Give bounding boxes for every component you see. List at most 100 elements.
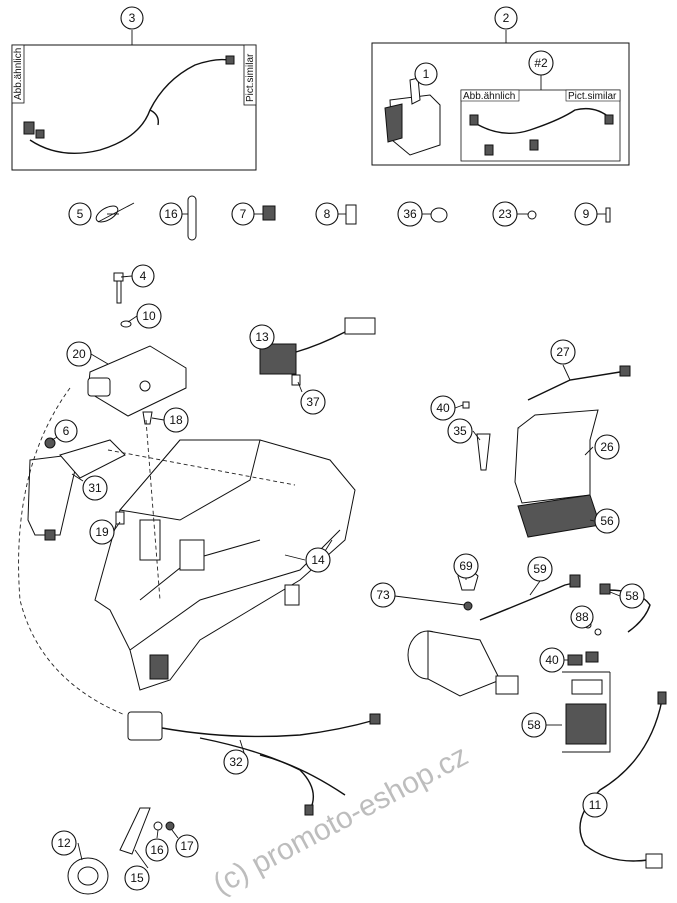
- screw-36: [462, 401, 470, 409]
- callout-16: 16: [159, 202, 183, 226]
- callout-#2: #2: [528, 50, 554, 76]
- cable-11: [579, 691, 667, 869]
- svg-text:59: 59: [533, 562, 547, 576]
- callout-13: 13: [249, 324, 275, 350]
- callout-4: 4: [131, 264, 155, 288]
- bracket-31: [27, 439, 126, 541]
- kit-2-label-right: Pict.similar: [568, 91, 617, 102]
- callout-40: 40: [539, 647, 565, 673]
- nut-6: [44, 437, 56, 449]
- kit-2-electronic-box: Abb.ähnlich Pict.similar: [371, 30, 630, 166]
- callout-7: 7: [231, 202, 255, 226]
- callout-6: 6: [54, 419, 78, 443]
- callout-17: 17: [175, 834, 199, 858]
- svg-text:10: 10: [142, 309, 156, 323]
- fuse-40-b: [585, 651, 599, 663]
- callout-14: 14: [305, 547, 331, 573]
- svg-text:11: 11: [589, 798, 602, 812]
- svg-text:40: 40: [436, 401, 450, 415]
- callout-35: 37: [300, 389, 326, 415]
- kit-3-wiring-harness: Abb.ähnlich Pict.similar: [11, 30, 257, 171]
- svg-text:6: 6: [63, 424, 70, 438]
- callout-16-b: 16: [145, 838, 169, 862]
- svg-text:8: 8: [324, 207, 331, 221]
- callout-56: 58: [619, 583, 645, 609]
- svg-text:15: 15: [130, 871, 144, 885]
- callout-31: 31: [82, 475, 108, 501]
- washer-10: [120, 320, 132, 328]
- main-body-14: [94, 439, 356, 691]
- svg-text:12: 12: [57, 836, 71, 850]
- starter-motor: [407, 630, 519, 697]
- svg-text:3: 3: [129, 11, 136, 25]
- bolt-19: [115, 511, 125, 525]
- svg-text:40: 40: [545, 653, 559, 667]
- kit-2-label-left: Abb.ähnlich: [463, 91, 515, 102]
- svg-text:73: 73: [376, 588, 390, 602]
- callout-32: 32: [223, 749, 249, 775]
- fuse-40: [567, 654, 583, 666]
- strap-33: [476, 433, 491, 471]
- battery-26: [514, 409, 601, 538]
- svg-text:1: 1: [423, 67, 430, 81]
- callout-20: 20: [66, 341, 92, 367]
- regulator-13: [259, 317, 376, 386]
- module-20: [87, 345, 187, 417]
- svg-text:16: 16: [164, 207, 178, 221]
- callout-2: 2: [494, 6, 518, 30]
- svg-text:26: 26: [600, 440, 614, 454]
- callout-5: 5: [68, 202, 92, 226]
- cable-59: [479, 574, 581, 621]
- screw-88-b: [594, 628, 602, 636]
- kit-3-label-right: Pict.similar: [245, 53, 256, 102]
- svg-text:14: 14: [311, 553, 325, 567]
- bolt-4: [113, 272, 124, 304]
- callout-12: 12: [51, 830, 77, 856]
- callout-8: 8: [315, 202, 339, 226]
- svg-text:18: 18: [169, 413, 183, 427]
- callout-34: 36: [397, 201, 423, 227]
- grommet-18: [142, 411, 153, 425]
- dashed-route-center: [107, 449, 296, 486]
- svg-text:35: 35: [453, 424, 467, 438]
- svg-text:32: 32: [229, 755, 243, 769]
- nut-17: [165, 821, 175, 831]
- small-parts-row: [95, 195, 611, 241]
- svg-text:37: 37: [306, 395, 320, 409]
- svg-text:20: 20: [72, 347, 86, 361]
- svg-text:36: 36: [403, 207, 417, 221]
- harness-32: [127, 711, 381, 816]
- svg-text:9: 9: [583, 207, 590, 221]
- svg-text:13: 13: [255, 330, 269, 344]
- svg-text:58: 58: [625, 589, 639, 603]
- callout-27: 27: [550, 339, 576, 365]
- callout-33: 35: [447, 418, 473, 444]
- nut-73: [463, 601, 473, 611]
- callout-37: 56: [594, 508, 620, 534]
- callout-88: 88: [570, 605, 594, 629]
- callout-69: 69: [453, 553, 479, 579]
- callout-18: 18: [163, 407, 189, 433]
- svg-text:31: 31: [88, 481, 102, 495]
- svg-text:2: 2: [503, 11, 510, 25]
- svg-text:7: 7: [240, 207, 247, 221]
- svg-text:27: 27: [556, 345, 570, 359]
- svg-text:#2: #2: [534, 56, 548, 70]
- callout-26: 26: [594, 434, 620, 460]
- cable-27: [527, 365, 631, 401]
- svg-text:58: 58: [527, 718, 541, 732]
- callout-19: 19: [89, 519, 115, 545]
- svg-text:16: 16: [150, 843, 164, 857]
- svg-text:56: 56: [600, 514, 614, 528]
- dashed-route-vertical: [145, 419, 161, 601]
- callout-10: 10: [136, 303, 162, 329]
- svg-text:88: 88: [575, 610, 589, 624]
- svg-text:4: 4: [140, 269, 147, 283]
- callout-11: 11: [582, 792, 608, 818]
- callout-36: 40: [430, 395, 456, 421]
- callout-15: 15: [124, 865, 150, 891]
- svg-text:23: 23: [498, 207, 512, 221]
- callout-9: 9: [574, 202, 598, 226]
- svg-text:17: 17: [180, 839, 194, 853]
